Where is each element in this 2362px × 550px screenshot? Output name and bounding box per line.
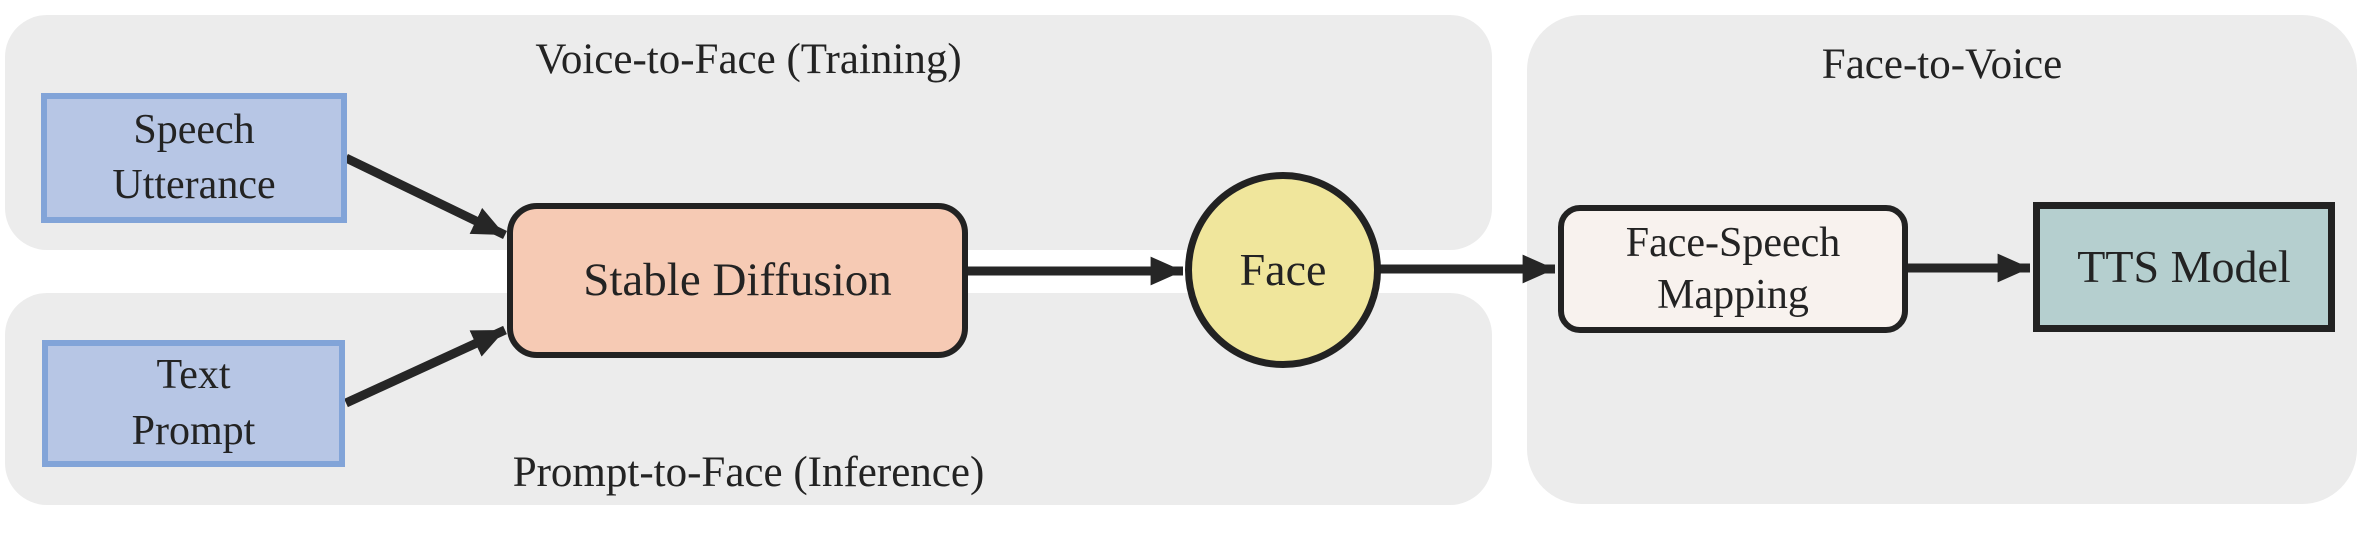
node-text-prompt-label: Text Prompt [131,352,256,454]
node-speech-utterance-label: Speech Utterance [112,106,276,208]
node-tts-model-label: TTS Model [2077,240,2291,292]
node-face-speech-mapping: Face-Speech Mapping [1558,205,1908,333]
node-stable-diffusion-label: Stable Diffusion [583,254,892,307]
region-title-voice-to-face-training: Voice-to-Face (Training) [535,36,962,83]
region-title-prompt-to-face-inference: Prompt-to-Face (Inference) [512,448,985,496]
node-face: Face [1185,172,1381,368]
node-speech-utterance: Speech Utterance [41,93,347,223]
region-title-face-to-voice: Face-to-Voice [1821,41,2063,88]
node-text-prompt: Text Prompt [42,340,345,467]
node-tts-model: TTS Model [2033,202,2335,332]
node-face-speech-mapping-label: Face-Speech Mapping [1625,219,1841,319]
node-stable-diffusion: Stable Diffusion [507,203,968,358]
node-face-label: Face [1239,243,1327,295]
